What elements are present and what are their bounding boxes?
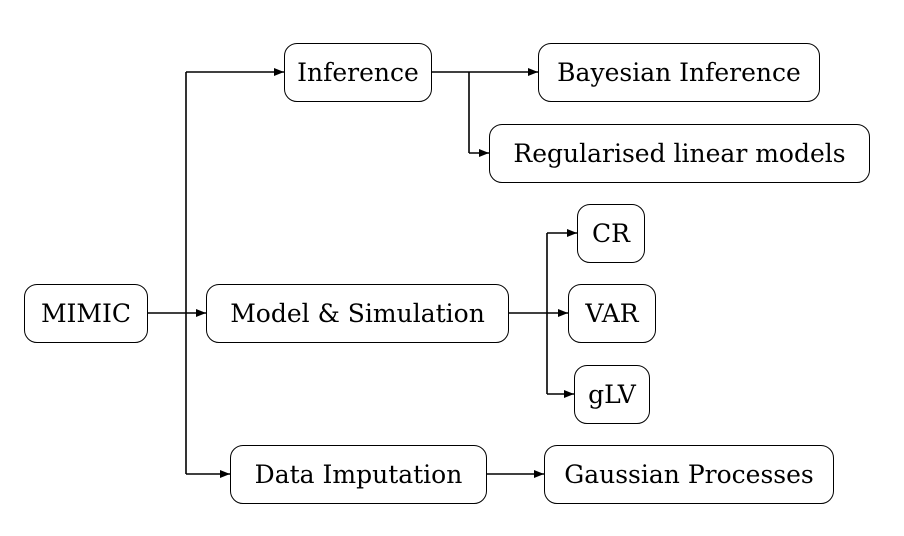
node-bayesian-inference: Bayesian Inference — [538, 43, 820, 102]
node-data-imputation: Data Imputation — [230, 445, 487, 504]
node-regularised-linear-models: Regularised linear models — [489, 124, 870, 183]
node-glv: gLV — [574, 365, 650, 424]
node-cr: CR — [577, 204, 645, 263]
node-inference: Inference — [284, 43, 432, 102]
node-model-simulation: Model & Simulation — [206, 284, 509, 343]
node-var: VAR — [568, 284, 656, 343]
node-gaussian-processes: Gaussian Processes — [544, 445, 834, 504]
node-mimic: MIMIC — [24, 284, 148, 343]
